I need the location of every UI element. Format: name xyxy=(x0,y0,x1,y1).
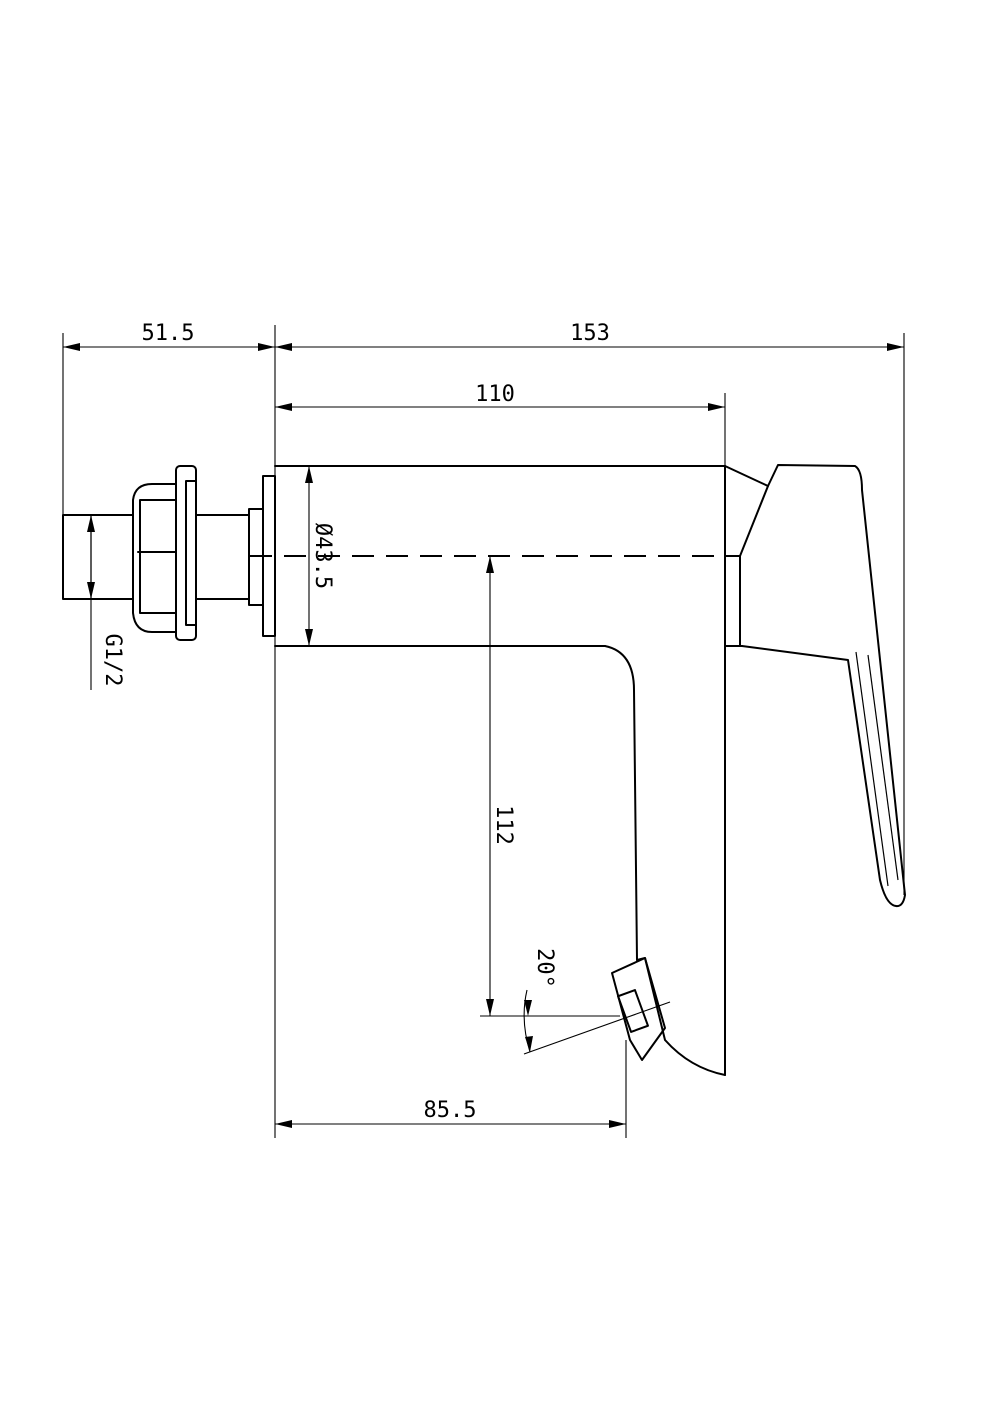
dimension-inlet-length: 51.5 xyxy=(63,321,275,351)
lever-handle xyxy=(724,464,906,908)
dimension-thread-size: G1/2 xyxy=(87,515,125,690)
inlet-connector xyxy=(62,465,276,641)
dimension-body-diameter: Ø43.5 xyxy=(305,466,335,646)
dimension-spout-reach: 85.5 xyxy=(275,1098,626,1128)
extension-lines xyxy=(62,325,905,1138)
spout-angle-label: 20° xyxy=(532,948,557,988)
body-diameter-label: Ø43.5 xyxy=(310,523,335,589)
dimension-overall-length: 153 xyxy=(275,321,904,351)
dimension-body-length: 110 xyxy=(275,382,725,411)
spout-height-label: 112 xyxy=(491,805,516,845)
spout-reach-label: 85.5 xyxy=(424,1098,477,1123)
dimension-spout-height: 112 xyxy=(486,556,516,1016)
thread-size-label: G1/2 xyxy=(100,634,125,687)
faucet-body xyxy=(274,465,726,1076)
dimension-spout-angle: 20° xyxy=(523,948,671,1055)
body-length-label: 110 xyxy=(475,382,515,407)
overall-length-label: 153 xyxy=(570,321,610,346)
inlet-length-label: 51.5 xyxy=(142,321,195,346)
